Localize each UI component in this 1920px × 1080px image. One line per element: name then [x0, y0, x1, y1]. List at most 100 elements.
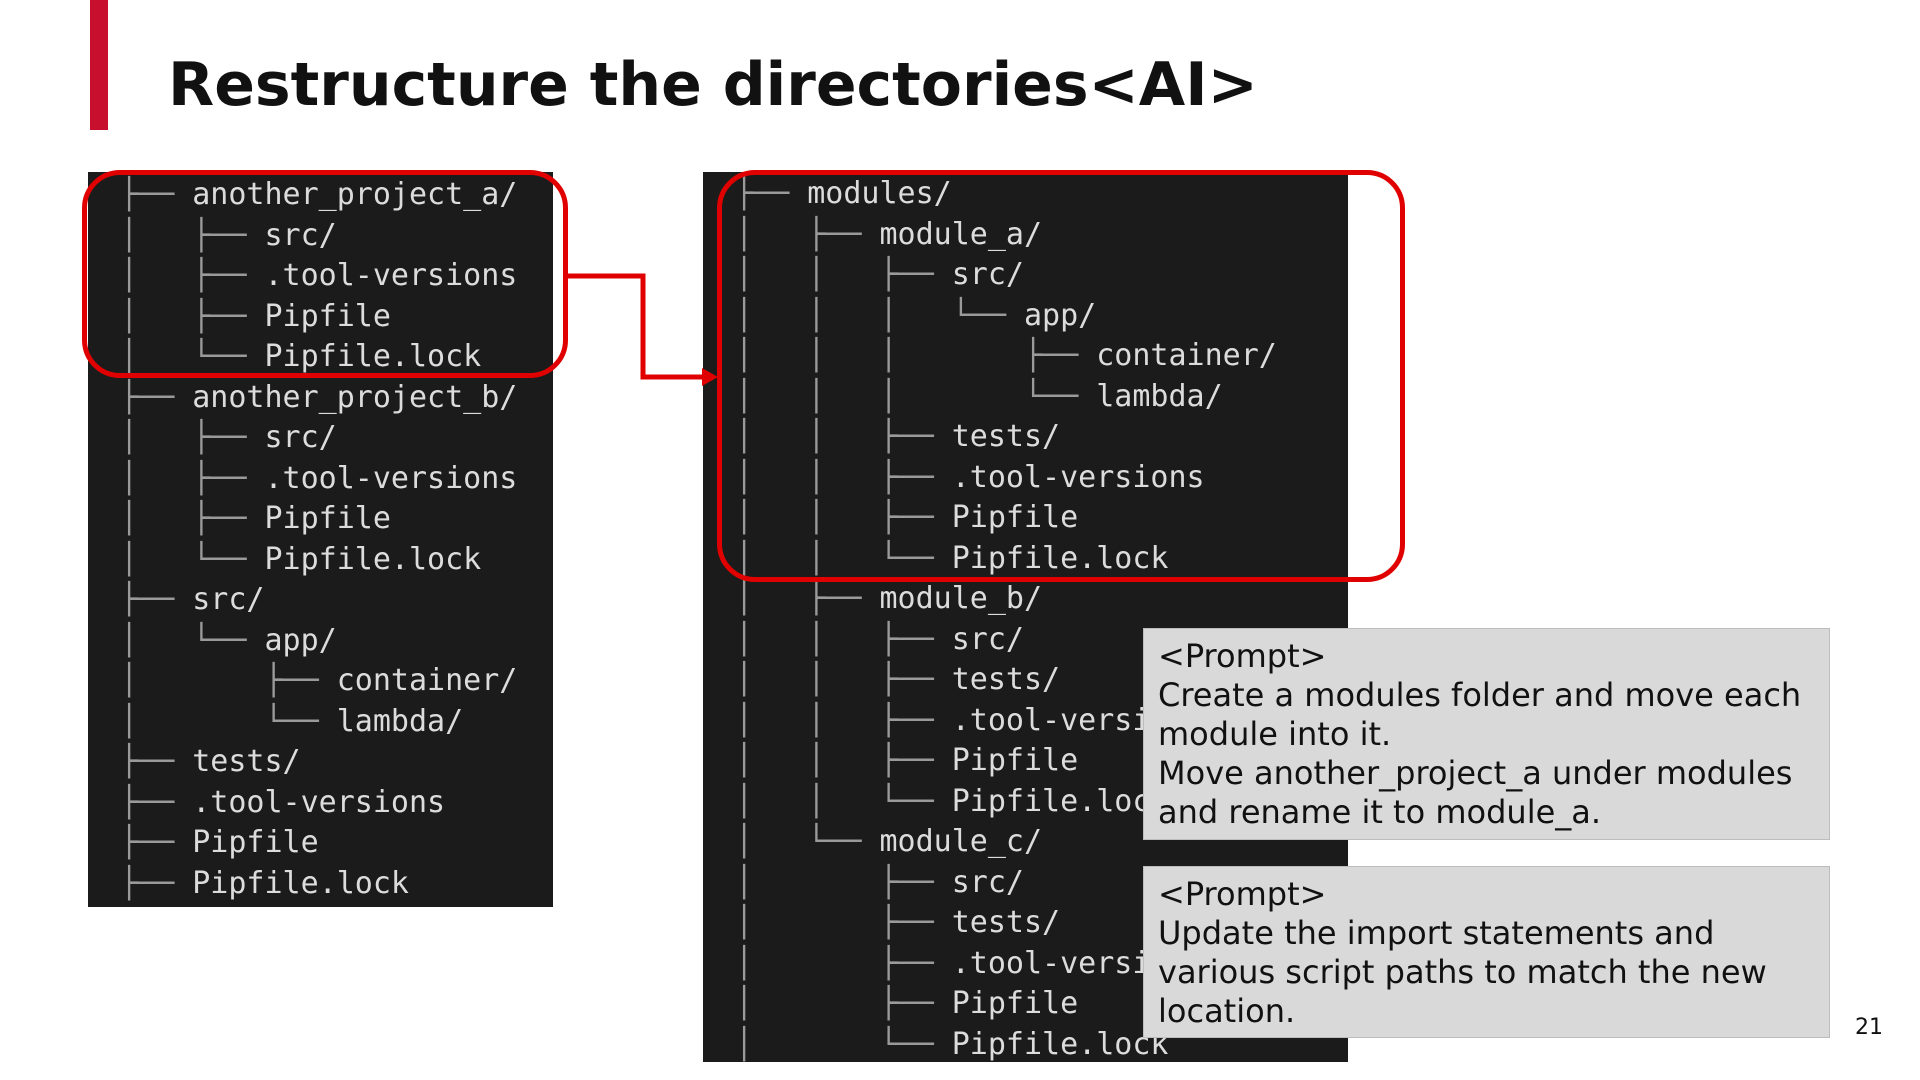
tree-entry-name: app/: [264, 622, 337, 658]
tree-line: │ └── Pipfile.lock: [120, 337, 481, 377]
tree-entry-name: tests/: [951, 662, 1061, 697]
tree-branch-glyph: │ │ ├──: [735, 621, 952, 657]
tree-branch-glyph: │ └──: [120, 339, 265, 374]
tree-line: │ └── module_c/: [735, 822, 1042, 862]
tree-line: │ ├── Pipfile: [120, 499, 391, 539]
prompt-line: <Prompt>: [1158, 637, 1327, 675]
tree-line: │ │ ├── .tool-versions: [735, 458, 1205, 498]
tree-entry-name: container/: [336, 663, 518, 698]
highlight-box-target: [717, 170, 1405, 582]
after-directory-tree: ├── modules/│ ├── module_a/│ │ ├── src/│…: [703, 172, 1348, 1062]
accent-bar: [90, 0, 108, 130]
tree-branch-glyph: │ └──: [120, 541, 265, 577]
tree-entry-name: another_project_b/: [192, 379, 518, 415]
tree-entry-name: Pipfile: [951, 743, 1079, 778]
tree-entry-name: app/: [1023, 297, 1097, 333]
tree-branch-glyph: │ ├──: [120, 258, 265, 293]
tree-entry-name: src/: [264, 217, 337, 253]
tree-entry-name: src/: [264, 420, 337, 455]
tree-line: ├── Pipfile.lock: [120, 864, 409, 904]
tree-entry-name: Pipfile.lock: [951, 1026, 1169, 1062]
tree-line: │ ├── .tool-versi: [735, 944, 1150, 984]
tree-line: │ ├── .tool-versions: [120, 256, 517, 296]
tree-line: ├── .tool-versions: [120, 783, 445, 823]
tree-branch-glyph: │ │ │ └──: [735, 378, 1097, 414]
tree-line: │ │ ├── Pipfile: [735, 741, 1078, 781]
tree-line: │ │ ├── Pipfile: [735, 498, 1078, 538]
tree-entry-name: module_b/: [879, 581, 1043, 616]
tree-branch-glyph: │ │ │ └──: [735, 297, 1024, 333]
tree-line: │ │ ├── tests/: [735, 417, 1060, 457]
tree-branch-glyph: │ │ ├──: [735, 743, 952, 778]
tree-entry-name: Pipfile: [264, 501, 391, 536]
tree-branch-glyph: │ │ │ ├──: [735, 338, 1097, 373]
prompt-line: Move another_project_a under modules: [1158, 754, 1793, 792]
tree-line: │ └── Pipfile.lock: [735, 1025, 1169, 1063]
tree-entry-name: src/: [951, 257, 1024, 292]
tree-entry-name: Pipfile.lock: [951, 540, 1169, 576]
tree-branch-glyph: │ └──: [735, 1026, 952, 1062]
before-directory-tree: ├── another_project_a/│ ├── src/│ ├── .t…: [88, 172, 553, 907]
prompt-line: and rename it to module_a.: [1158, 793, 1602, 831]
tree-line: │ ├── src/: [120, 418, 337, 458]
tree-entry-name: .tool-versions: [264, 258, 518, 293]
tree-entry-name: modules/: [807, 176, 952, 211]
tree-branch-glyph: │ ├──: [735, 986, 952, 1021]
tree-line: │ │ │ └── lambda/: [735, 377, 1223, 417]
tree-entry-name: module_a/: [879, 216, 1043, 252]
highlight-box-source: [82, 170, 568, 378]
tree-entry-name: .tool-versions: [264, 460, 518, 496]
tree-line: │ │ ├── .tool-versi: [735, 701, 1150, 741]
tree-branch-glyph: │ └──: [120, 622, 265, 658]
tree-line: │ │ │ ├── container/: [735, 336, 1277, 376]
tree-entry-name: Pipfile: [951, 500, 1079, 535]
tree-entry-name: Pipfile: [951, 986, 1079, 1021]
tree-line: │ │ ├── src/: [735, 255, 1024, 295]
tree-entry-name: tests/: [951, 419, 1061, 454]
tree-line: │ ├── .tool-versions: [120, 459, 517, 499]
tree-entry-name: .tool-versi: [951, 702, 1151, 738]
tree-line: │ ├── module_b/: [735, 579, 1042, 619]
tree-entry-name: container/: [1096, 338, 1277, 373]
tree-entry-name: .tool-versions: [951, 459, 1205, 495]
tree-line: │ ├── tests/: [735, 903, 1060, 943]
tree-entry-name: Pipfile.lock: [264, 339, 482, 374]
tree-branch-glyph: │ │ ├──: [735, 702, 952, 738]
prompt-line: various script paths to match the new: [1158, 953, 1767, 991]
tree-entry-name: Pipfile.lock: [264, 541, 482, 577]
tree-line: ├── another_project_b/: [120, 378, 517, 418]
tree-branch-glyph: ├──: [120, 582, 193, 617]
tree-entry-name: lambda/: [1096, 378, 1223, 414]
tree-branch-glyph: │ ├──: [120, 217, 265, 253]
tree-branch-glyph: │ ├──: [120, 501, 265, 536]
tree-branch-glyph: │ ├──: [735, 945, 952, 981]
tree-entry-name: lambda/: [336, 703, 464, 739]
tree-branch-glyph: │ └──: [120, 703, 337, 739]
tree-entry-name: Pipfile: [192, 825, 319, 860]
tree-entry-name: another_project_a/: [192, 177, 518, 212]
tree-branch-glyph: │ │ ├──: [735, 257, 952, 292]
tree-line: │ ├── Pipfile: [120, 297, 391, 337]
tree-line: ├── src/: [120, 580, 265, 620]
tree-entry-name: src/: [192, 582, 265, 617]
tree-line: │ │ ├── tests/: [735, 660, 1060, 700]
tree-line: ├── Pipfile: [120, 823, 319, 863]
tree-entry-name: src/: [951, 621, 1024, 657]
connector-line: [568, 273, 705, 380]
tree-line: │ └── lambda/: [120, 702, 463, 742]
tree-branch-glyph: │ ├──: [735, 905, 952, 940]
tree-branch-glyph: │ ├──: [120, 298, 265, 334]
tree-branch-glyph: ├──: [120, 865, 193, 901]
tree-branch-glyph: ├──: [120, 744, 193, 779]
page-number: 21: [1855, 1015, 1883, 1040]
prompt-line: <Prompt>: [1158, 875, 1327, 913]
tree-branch-glyph: │ ├──: [120, 663, 337, 698]
prompt-line: module into it.: [1158, 715, 1392, 753]
tree-branch-glyph: ├──: [120, 784, 193, 820]
tree-branch-glyph: │ ├──: [120, 460, 265, 496]
prompt-line: Create a modules folder and move each: [1158, 676, 1802, 714]
tree-entry-name: tests/: [192, 744, 301, 779]
tree-line: │ │ │ └── app/: [735, 296, 1096, 336]
tree-entry-name: tests/: [951, 905, 1061, 940]
tree-line: │ ├── src/: [735, 863, 1024, 903]
